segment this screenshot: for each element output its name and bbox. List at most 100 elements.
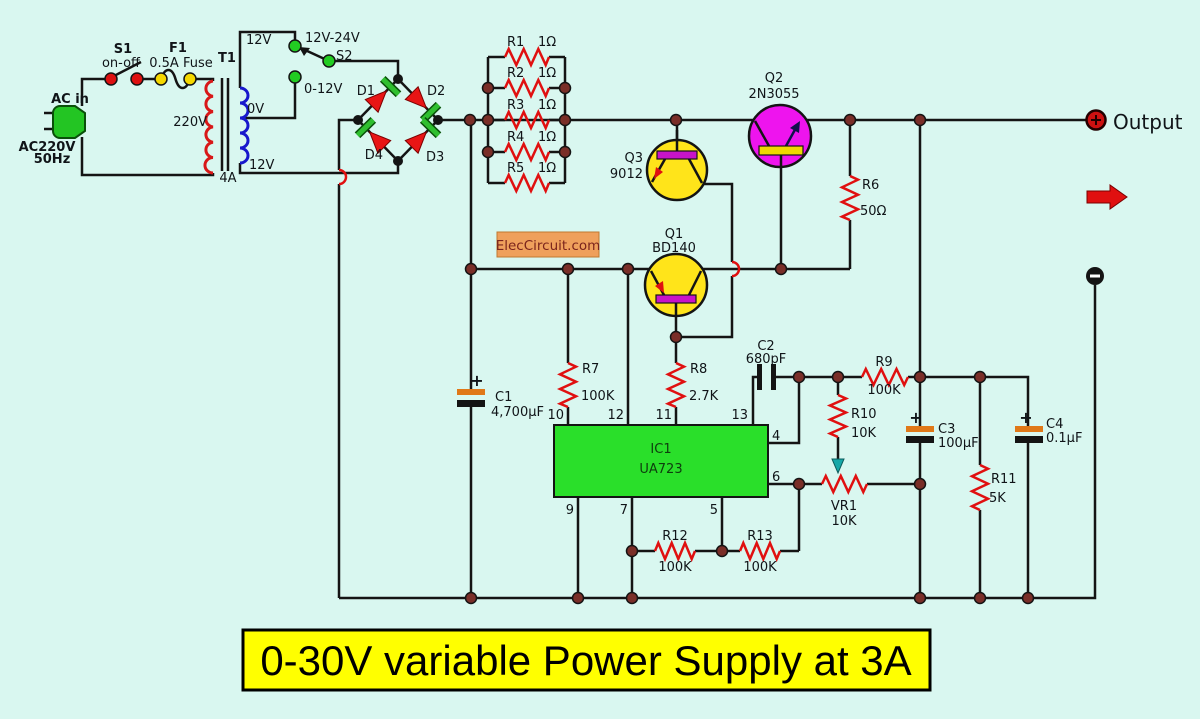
s2-arrowhead bbox=[299, 47, 310, 56]
c1-plus: + bbox=[470, 371, 483, 390]
r5-value: 1Ω bbox=[538, 161, 556, 176]
vr1-wiper-arrow bbox=[831, 458, 845, 475]
diode-d3 bbox=[404, 130, 428, 155]
f1-rating-label: 0.5A Fuse bbox=[149, 56, 212, 71]
r8-value: 2.7K bbox=[689, 389, 719, 404]
q3-base-bar bbox=[656, 150, 698, 160]
capacitor-c3 bbox=[906, 426, 934, 443]
q2-part-label: 2N3055 bbox=[748, 87, 799, 102]
output-label: Output bbox=[1113, 110, 1183, 134]
resistor-r5 bbox=[503, 172, 551, 195]
r10-label: R10 bbox=[851, 407, 877, 422]
q1-label: Q1 bbox=[665, 227, 684, 242]
resistor-r11 bbox=[969, 463, 991, 512]
output-direction-arrow bbox=[1086, 184, 1128, 210]
capacitor-c4 bbox=[1015, 426, 1043, 443]
pin5-label: 5 bbox=[710, 503, 718, 518]
ic1-label: IC1 bbox=[650, 442, 671, 457]
output-minus-terminal bbox=[1086, 267, 1104, 285]
r6-value: 50Ω bbox=[860, 204, 887, 219]
pin12-label: 12 bbox=[607, 408, 624, 423]
transformer-t1 bbox=[203, 78, 250, 175]
tap-mid-label: 0V bbox=[247, 102, 264, 117]
q2-emitter-arrow bbox=[790, 121, 800, 133]
ac-in-label: AC in bbox=[51, 92, 89, 107]
resistor-r10 bbox=[826, 393, 850, 439]
q1-part-label: BD140 bbox=[652, 241, 696, 256]
r4-label: R4 bbox=[507, 130, 524, 145]
plug-body bbox=[52, 105, 86, 139]
wires bbox=[80, 30, 1097, 600]
pin9-label: 9 bbox=[566, 503, 574, 518]
resistor-r7 bbox=[556, 361, 579, 409]
r12-label: R12 bbox=[662, 529, 688, 544]
s2-pos2-label: 0-12V bbox=[304, 82, 343, 97]
r9-value: 100K bbox=[867, 383, 901, 398]
r7-value: 100K bbox=[581, 389, 615, 404]
tap-bottom-label: 12V bbox=[249, 158, 275, 173]
switch-s2 bbox=[288, 39, 336, 84]
capacitor-c2 bbox=[757, 364, 776, 390]
resistor-r12 bbox=[653, 539, 697, 563]
fuse-f1 bbox=[154, 68, 197, 90]
pin6-label: 6 bbox=[772, 470, 780, 485]
junction-dots bbox=[463, 81, 1035, 605]
d2-label: D2 bbox=[427, 84, 445, 99]
r12-value: 100K bbox=[658, 560, 692, 575]
r4-value: 1Ω bbox=[538, 130, 556, 145]
diode-d1 bbox=[364, 89, 388, 114]
c4-plus: + bbox=[1019, 408, 1032, 427]
pin7-label: 7 bbox=[620, 503, 628, 518]
vr1-value: 10K bbox=[831, 514, 857, 529]
d3-label: D3 bbox=[426, 150, 444, 165]
s2-label: S2 bbox=[336, 49, 353, 64]
pin13-label: 13 bbox=[731, 408, 748, 423]
transistor-q3 bbox=[645, 130, 709, 202]
d4-label: D4 bbox=[365, 148, 383, 163]
resistor-r13 bbox=[738, 539, 782, 563]
pin10-label: 10 bbox=[547, 408, 564, 423]
r6-label: R6 bbox=[862, 178, 879, 193]
pin4-label: 4 bbox=[772, 429, 780, 444]
resistor-r9 bbox=[860, 366, 910, 388]
ac-plug bbox=[44, 105, 86, 139]
output-plus-terminal bbox=[1085, 109, 1107, 131]
t1-label: T1 bbox=[218, 51, 236, 66]
diode-d2 bbox=[404, 85, 428, 110]
r5-label: R5 bbox=[507, 161, 524, 176]
diode-d4 bbox=[368, 130, 392, 155]
s2-pos1-label: 12V-24V bbox=[305, 31, 360, 46]
c3-label: C3 bbox=[938, 422, 955, 437]
resistor-r1 bbox=[503, 46, 551, 69]
q3-emitter-arrow bbox=[654, 167, 663, 179]
resistor-r6 bbox=[838, 174, 861, 222]
c2-value: 680pF bbox=[746, 352, 787, 367]
capacitor-c1 bbox=[457, 389, 485, 407]
primary-voltage-label: 220V bbox=[173, 115, 207, 130]
resistors bbox=[503, 46, 991, 563]
resistor-r3 bbox=[503, 109, 551, 132]
r13-value: 100K bbox=[743, 560, 777, 575]
c1-label: C1 bbox=[495, 390, 512, 405]
f1-label: F1 bbox=[169, 41, 187, 56]
q2-base-bar bbox=[758, 145, 804, 156]
q3-label: Q3 bbox=[624, 151, 643, 166]
r7-label: R7 bbox=[582, 362, 599, 377]
wire-hop-arcs bbox=[338, 168, 741, 278]
d1-label: D1 bbox=[357, 84, 375, 99]
50hz-label: 50Hz bbox=[34, 152, 71, 167]
text-labels: AC in AC220V 50Hz S1 on-off F1 0.5A Fuse… bbox=[19, 31, 1183, 684]
c3-plus: + bbox=[909, 408, 922, 427]
q1-base-bar bbox=[655, 294, 697, 304]
switch-s1 bbox=[104, 60, 144, 86]
r10-value: 10K bbox=[851, 426, 877, 441]
r3-value: 1Ω bbox=[538, 98, 556, 113]
c4-value: 0.1μF bbox=[1046, 431, 1082, 446]
transistor-q1 bbox=[643, 252, 709, 318]
watermark-box bbox=[496, 231, 600, 258]
tap-top-label: 12V bbox=[246, 33, 272, 48]
c2-label: C2 bbox=[757, 339, 774, 354]
r8-label: R8 bbox=[690, 362, 707, 377]
primary-coil bbox=[203, 79, 214, 175]
